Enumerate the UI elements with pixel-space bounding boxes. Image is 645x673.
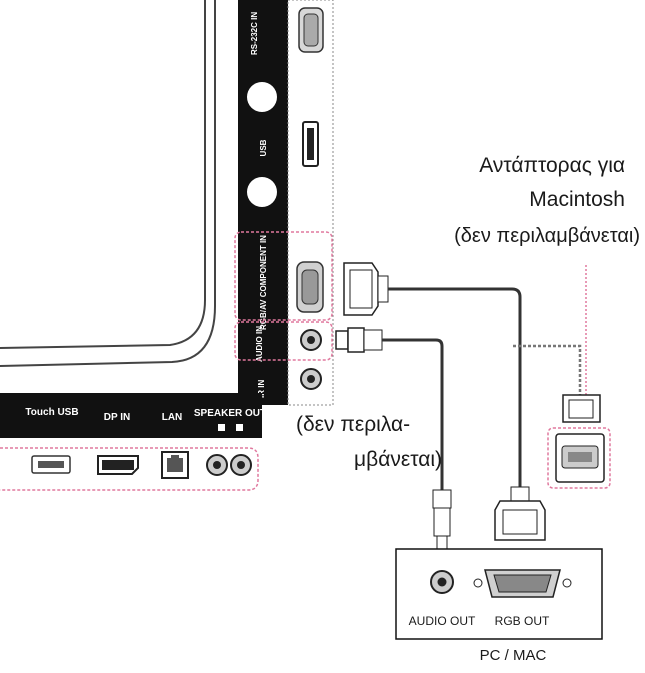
port-label-rgb-av: RGB/AV COMPONENT IN (259, 235, 268, 330)
panel-hole-mid (247, 177, 277, 207)
cable-note-line1: (δεν περιλα- (296, 413, 410, 436)
speaker-terminal-left (218, 424, 225, 431)
highlight-rgb-in (234, 231, 333, 321)
adapter-note-line3: (δεν περιλαμβάνεται) (454, 225, 640, 247)
audio-in-jack (300, 329, 322, 351)
port-label-rs232c: RS-232C IN (250, 12, 259, 55)
cable-note-line2: μβάνεται) (354, 448, 442, 471)
pc-mac-caption: PC / MAC (480, 647, 547, 664)
adapter-note-line1: Αντάπτορας για (479, 154, 625, 177)
rgb-cable (343, 262, 546, 541)
rgb-in-port (296, 261, 324, 313)
port-label-audio-in: AUDIO IN (255, 326, 264, 362)
port-label-usb: USB (259, 139, 268, 156)
rgb-out-label: RGB OUT (495, 614, 550, 628)
audio-out-jack (430, 570, 454, 594)
lan-port (161, 451, 189, 479)
audio-cable (335, 327, 452, 553)
panel-hole-top (247, 82, 277, 112)
port-label-dp-in: DP IN (104, 412, 131, 423)
speaker-out-jacks (206, 454, 252, 476)
monitor-outline (0, 0, 216, 367)
touch-usb-port (31, 455, 71, 474)
speaker-terminal-right (236, 424, 243, 431)
dp-in-port (97, 455, 139, 475)
port-label-speaker-out: SPEAKER OUT (194, 408, 266, 419)
adapter-note-line2: Macintosh (529, 188, 625, 211)
highlight-audio-in (234, 321, 333, 361)
bottom-strip-highlight (0, 447, 259, 491)
audio-out-label: AUDIO OUT (409, 614, 476, 628)
mac-adapter (513, 265, 611, 489)
port-label-touch-usb: Touch USB (25, 407, 78, 418)
rs232c-port (298, 7, 324, 53)
port-label-lan: LAN (162, 412, 183, 423)
ir-in-jack (300, 368, 322, 390)
usb-port (302, 121, 319, 167)
rgb-out-port (473, 569, 572, 598)
port-label-ir-in: IR IN (257, 380, 266, 398)
